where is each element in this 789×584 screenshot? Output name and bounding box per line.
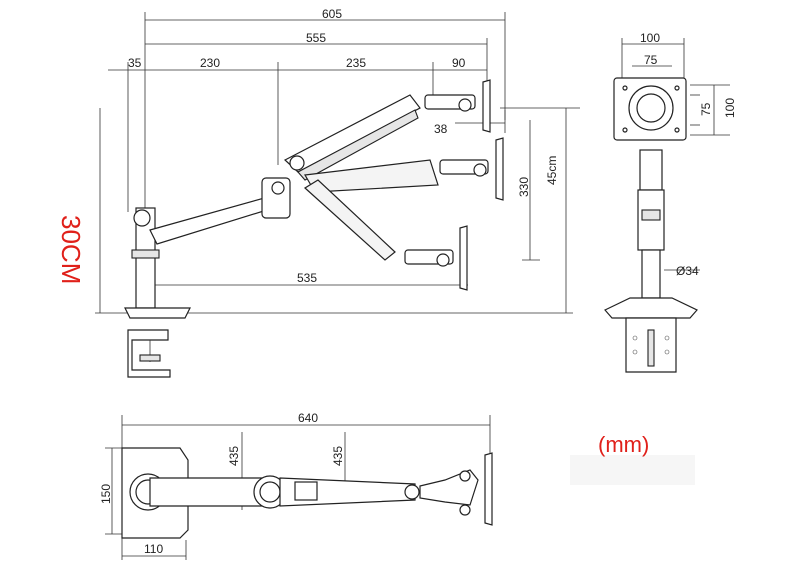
dim-230: 230 (200, 56, 220, 70)
dim-640: 640 (298, 411, 318, 425)
dim-150: 150 (99, 484, 113, 504)
dim-100-top: 100 (640, 31, 660, 45)
dim-35: 35 (128, 56, 142, 70)
front-view: 100 75 75 100 Ø34 (604, 31, 737, 373)
dim-38: 38 (434, 122, 448, 136)
dim-100-side: 100 (723, 98, 737, 118)
dim-435-a: 435 (227, 446, 241, 466)
dim-235: 235 (346, 56, 366, 70)
dim-555: 555 (306, 31, 326, 45)
side-view: 605 555 35 230 235 90 38 330 45cm 535 30… (56, 7, 580, 378)
dim-45cm: 45cm (545, 156, 559, 185)
dim-605: 605 (322, 7, 342, 21)
dim-90: 90 (452, 56, 466, 70)
dim-75-top: 75 (644, 53, 658, 67)
dim-330: 330 (517, 177, 531, 197)
dim-pole-diameter: Ø34 (676, 264, 699, 278)
unit-label-backdrop (570, 455, 695, 485)
height-30cm-label: 30CM (56, 215, 86, 284)
dim-435-b: 435 (331, 446, 345, 466)
top-view: 640 435 435 150 110 (99, 411, 493, 560)
unit-label: (mm) (598, 432, 649, 457)
dim-75-side: 75 (699, 102, 713, 116)
dim-535: 535 (297, 271, 317, 285)
dim-110: 110 (144, 542, 163, 556)
